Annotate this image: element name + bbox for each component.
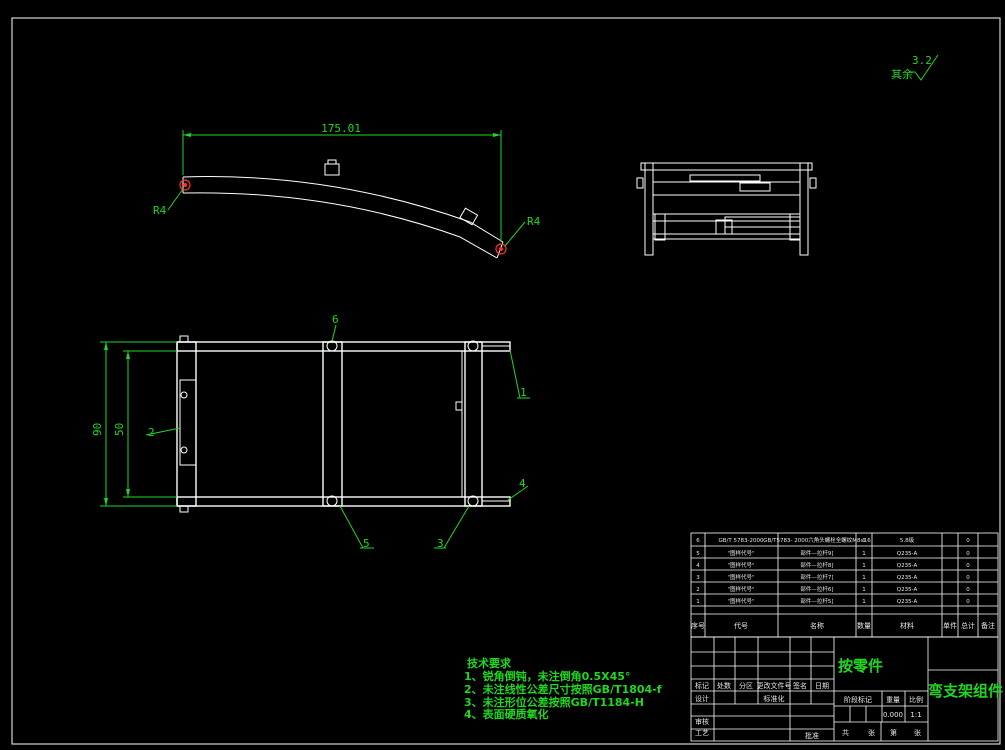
bom-header-material: 材料	[900, 621, 914, 630]
bom-header-remark: 备注	[981, 621, 995, 630]
bom-row-5-qty: 1	[862, 551, 866, 557]
tb-weight-value: 0.000	[883, 711, 903, 719]
bom-row-2-code: "图样代号"	[727, 585, 754, 593]
bom-row-2-no: 2	[696, 587, 700, 593]
tb-approve: 批准	[805, 731, 819, 740]
tb-change-doc: 更改文件号	[757, 681, 792, 690]
bom-row-6-qty: 1	[862, 538, 866, 544]
tb-count: 处数	[717, 681, 731, 690]
height-inner-dimension: 50	[113, 423, 126, 436]
bom-row-5-material: Q235-A	[897, 551, 918, 557]
bom-row-3-qty: 1	[862, 575, 866, 581]
bom-header-name: 名称	[810, 621, 824, 630]
tb-design: 设计	[695, 694, 709, 703]
bom-row-4-qty: 1	[862, 563, 866, 569]
bom-row-6-no: 6	[696, 538, 700, 544]
bom-row-2-qty: 1	[862, 587, 866, 593]
side-view	[636, 162, 817, 256]
tb-sheets-total: 共	[842, 728, 849, 737]
bom-header-qty: 数量	[857, 621, 871, 630]
bom-row-6-code: GB/T 5783-2000	[719, 538, 764, 544]
balloon-3: 3	[437, 537, 444, 550]
balloon-5: 5	[363, 537, 370, 550]
bom-row-3-name: 部件—拉杆7]	[800, 573, 833, 581]
bom-row-3-weight: 0	[966, 575, 970, 581]
bom-row-1-code: "图样代号"	[727, 597, 754, 605]
technical-requirements: 技术要求 1、锐角倒钝，未注倒角0.5X45° 2、未注线性公差尺寸按照GB/T…	[464, 656, 662, 721]
bom-row-4-weight: 0	[966, 563, 970, 569]
roughness-label: 其余	[891, 67, 913, 81]
radius-left-label: R4	[153, 204, 167, 217]
drawing-border	[11, 17, 1001, 745]
tb-standardize: 标准化	[764, 694, 785, 703]
balloon-2: 2	[148, 426, 155, 439]
tb-sheet-no-unit: 张	[914, 728, 921, 737]
bom-row-3-code: "图样代号"	[727, 573, 754, 581]
tb-mark: 标记	[695, 681, 709, 690]
bom-row-1-name: 部件—拉杆5]	[800, 597, 833, 605]
left-hole	[179, 179, 191, 191]
title-block: 按零件 弯支架组件 标记 处数 分区 更改文件号 签名 日期 设计 标准化 审核…	[690, 636, 1003, 742]
surface-roughness-symbol: 其余 3.2	[891, 54, 939, 81]
tb-stage-mark: 阶段标记	[844, 695, 872, 704]
tb-scale-value: 1:1	[910, 711, 921, 719]
bom-row-4-no: 4	[696, 563, 700, 569]
bom-header-unit-weight: 单件	[943, 621, 957, 630]
bom-row-5-weight: 0	[966, 551, 970, 557]
bom-row-1-weight: 0	[966, 599, 970, 605]
bom-row-3-material: Q235-A	[897, 575, 918, 581]
balloon-1: 1	[520, 386, 527, 399]
bom-row-5-no: 5	[696, 551, 700, 557]
bom-row-1-no: 1	[696, 599, 700, 605]
bom-row-1-material: Q235-A	[897, 599, 918, 605]
bom-row-2-weight: 0	[966, 587, 970, 593]
tb-zone: 分区	[739, 681, 753, 690]
radius-right-label: R4	[527, 215, 541, 228]
assembly-name: 弯支架组件	[928, 682, 1003, 700]
tb-review: 审核	[695, 717, 709, 726]
tb-process: 工艺	[695, 729, 709, 737]
bom-row-4-name: 部件—拉杆8]	[800, 561, 833, 569]
bom-row-6-name: GB/T5783- 2000六角头螺栓全螺纹M8x16	[763, 536, 871, 544]
bom-row-6-weight: 0	[966, 538, 970, 544]
bom-row-6-material: 5.8级	[900, 536, 915, 544]
arc-length-dimension: 175.01	[321, 122, 361, 135]
balloon-6: 6	[332, 313, 339, 326]
tb-sheets-total-unit: 张	[868, 728, 875, 737]
bom-row-3-no: 3	[696, 575, 700, 581]
bom-header-no: 序号	[691, 621, 705, 630]
part-mode-label: 按零件	[838, 657, 883, 675]
tb-date: 日期	[815, 682, 829, 690]
right-hole	[495, 243, 507, 255]
bom-row-2-name: 部件—拉杆6]	[800, 585, 833, 593]
tb-scale-label: 比例	[909, 695, 923, 704]
note-line-2: 2、未注线性公差尺寸按照GB/T1804-f	[464, 682, 662, 696]
bom-row-1-qty: 1	[862, 599, 866, 605]
roughness-value: 3.2	[912, 54, 932, 67]
bom-row-4-code: "图样代号"	[727, 561, 754, 569]
note-line-3: 3、未注形位公差按照GB/T1184-H	[464, 695, 644, 709]
curved-bracket-view: 175.01 R4 R4	[153, 122, 541, 259]
bom-row-2-material: Q235-A	[897, 587, 918, 593]
tb-sign: 签名	[793, 681, 807, 690]
bom-table: 6 GB/T 5783-2000 GB/T5783- 2000六角头螺栓全螺纹M…	[690, 532, 999, 638]
bom-header-code: 代号	[734, 621, 748, 630]
bom-row-5-code: "图样代号"	[727, 549, 754, 557]
note-line-4: 4、表面硬质氧化	[464, 707, 549, 721]
bom-row-4-material: Q235-A	[897, 563, 918, 569]
height-outer-dimension: 90	[91, 423, 104, 436]
notes-title: 技术要求	[467, 656, 512, 670]
bom-header-total-weight: 总计	[961, 621, 975, 630]
note-line-1: 1、锐角倒钝，未注倒角0.5X45°	[464, 669, 630, 683]
bom-row-5-name: 部件—拉杆9]	[800, 549, 833, 557]
tb-weight-label: 重量	[886, 696, 900, 704]
plan-view: 90 50 1 2 3 4 5 6	[91, 313, 530, 550]
balloon-4: 4	[519, 477, 526, 490]
tb-sheet-no: 第	[890, 728, 897, 737]
